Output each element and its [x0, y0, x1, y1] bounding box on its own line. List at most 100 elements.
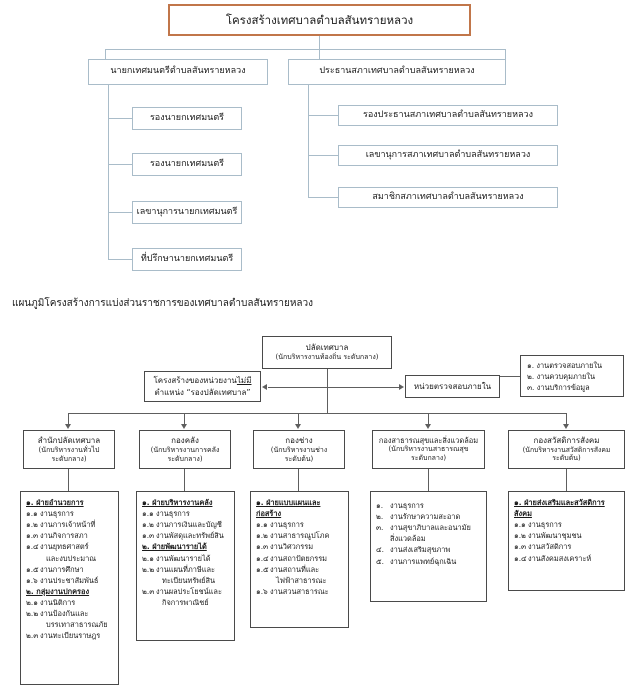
council-member-label: สมาชิกสภาเทศบาลตำบลสันทรายหลวง: [372, 191, 524, 202]
task-item: ๑.๑งานธุรการ: [514, 520, 562, 530]
task-item: ๑.๑งานธุรการ: [256, 520, 304, 530]
connector-to-left-head: [105, 49, 106, 59]
department-task-panel: ๑. ฝ่ายอำนวยการ ๑.๑งานธุรการ ๑.๒งานการเจ…: [20, 491, 119, 685]
task-item: ๑.๓งานสวัสดิการ: [514, 542, 572, 552]
department-role: (นักบริหารงานช่าง: [270, 445, 328, 454]
task-group-label: ๒. ฝ่ายพัฒนารายได้: [142, 542, 207, 552]
task-item: ๕.งานการแพทย์ฉุกเฉิน: [376, 556, 457, 566]
audit-task-item: ๒. งานควบคุมภายใน: [527, 372, 595, 382]
arrow-dept-5-icon: [563, 424, 569, 429]
connector-mayor-child-1: [108, 118, 132, 119]
mayor-secretary-label: เลขานุการนายกเทศมนตรี: [136, 206, 238, 217]
department-level: ระดับกลาง): [167, 454, 203, 463]
task-group-label: ๒. กลุ่มงานปกครอง: [26, 586, 90, 596]
council-member-box: สมาชิกสภาเทศบาลตำบลสันทรายหลวง: [338, 187, 558, 208]
mayor-box: นายกเทศมนตรีตำบลสันทรายหลวง: [88, 59, 268, 85]
internal-audit-task-panel: ๑. งานตรวจสอบภายใน ๒. งานควบคุมภายใน ๓. …: [520, 355, 624, 397]
deputy-mayor-label-2: รองนายกเทศมนตรี: [149, 158, 225, 169]
task-item: ๔.งานส่งเสริมสุขภาพ: [376, 545, 451, 555]
connector-department-bus-right: [327, 413, 566, 414]
task-item-continuation: และงบประมาณ: [46, 553, 97, 563]
task-item-continuation: กิจการพาณิชย์: [162, 597, 209, 607]
mayor-advisor-box: ที่ปรึกษานายกเทศมนตรี: [132, 248, 242, 271]
department-level: ระดับต้น): [284, 454, 314, 463]
no-deputy-note-box: โครงสร้างของหน่วยงานไม่มี ตำแหน่ง “รองปล…: [144, 371, 261, 402]
connector-root-to-audit: [327, 387, 399, 388]
task-group-label: ๑. ฝ่ายส่งเสริมและสวัสดิการ: [514, 498, 605, 507]
task-group-label-line2: ก่อสร้าง: [256, 509, 282, 519]
arrow-dept-2-icon: [181, 424, 187, 429]
deputy-chair-label: รองประธานสภาเทศบาลตำบลสันทรายหลวง: [363, 109, 533, 120]
connector-dept-3-to-panel: [298, 469, 299, 491]
task-item: ๑.๓งานวิศวกรรม: [256, 542, 314, 552]
audit-task-item: ๓. งานบริการข้อมูล: [527, 383, 590, 393]
task-group-label: ๑. ฝ่ายบริหารงานคลัง: [142, 498, 213, 507]
department-name: กองช่าง: [285, 435, 313, 445]
task-item: ๑.๖งานประชาสัมพันธ์: [26, 575, 99, 585]
department-name: กองคลัง: [171, 435, 199, 445]
connector-top-bus: [105, 49, 505, 50]
task-item-continuation: สิ่งแวดล้อม: [390, 534, 426, 544]
department-header-box: กองสาธารณสุขและสิ่งแวดล้อม (นักบริหารงาน…: [372, 430, 485, 469]
connector-dept-drop-5: [566, 413, 567, 426]
connector-dept-drop-3: [298, 413, 299, 426]
task-item: ๓.งานสุขาภิบาลและอนามัย: [376, 523, 471, 533]
department-task-panel: ๑. ฝ่ายแบบแผนและ ก่อสร้าง ๑.๑งานธุรการ ๑…: [250, 491, 349, 628]
connector-council-child-1: [308, 115, 338, 116]
task-item: ๑.๓งานพัสดุและทรัพย์สิน: [142, 531, 224, 541]
no-deputy-note-line2: ตำแหน่ง “รองปลัดเทศบาล”: [154, 387, 251, 397]
council-secretary-box: เลขานุการสภาเทศบาลตำบลสันทรายหลวง: [338, 145, 558, 166]
connector-dept-drop-2: [184, 413, 185, 426]
task-item: ๒.๒งานป้องกันและ: [26, 609, 89, 619]
task-item-continuation: บรรเทาสาธารณภัย: [46, 620, 108, 630]
connector-title-down: [319, 36, 320, 59]
task-item: ๑.๒งานการเงินและบัญชี: [142, 520, 222, 530]
task-item: ๑.๖งานสวนสาธารณะ: [256, 586, 329, 596]
task-item: ๑.๕งานสถานที่และ: [256, 564, 320, 574]
audit-task-item: ๑. งานตรวจสอบภายใน: [527, 361, 603, 370]
task-item: ๑.๔งานยุทธศาสตร์: [26, 542, 89, 552]
arrow-dept-3-icon: [295, 424, 301, 429]
task-item: ๑.๒งานการเจ้าหน้าที่: [26, 520, 96, 530]
connector-mayor-child-2: [108, 164, 132, 165]
arrow-dept-1-icon: [65, 424, 71, 429]
task-item: ๑.งานธุรการ: [376, 501, 424, 510]
task-item: ๑.๔งานสถาปัตยกรรม: [256, 553, 328, 563]
connector-mayor-child-3: [108, 212, 132, 213]
task-item: ๒.๑งานพัฒนารายได้: [142, 553, 211, 563]
connector-dept-drop-1: [68, 413, 69, 426]
connector-dept-drop-4: [428, 413, 429, 426]
no-deputy-note-line1: โครงสร้างของหน่วยงานไม่มี: [153, 375, 252, 385]
department-role: (นักบริหารงานสวัสดิการสังคม: [522, 445, 611, 454]
mayor-secretary-box: เลขานุการนายกเทศมนตรี: [132, 201, 242, 224]
connector-dept-1-to-panel: [68, 469, 69, 491]
section-caption: แผนภูมิโครงสร้างการแบ่งส่วนราชการของเทศบ…: [12, 298, 314, 309]
task-item-continuation: ทะเบียนทรัพย์สิน: [162, 575, 216, 585]
task-item: ๒.๑งานนิติการ: [26, 597, 76, 607]
deputy-mayor-box-2: รองนายกเทศมนตรี: [132, 153, 242, 176]
mayor-label: นายกเทศมนตรีตำบลสันทรายหลวง: [110, 66, 246, 77]
connector-mayor-spine: [108, 85, 109, 259]
task-item: ๒.๒งานแผนที่ภาษีและ: [142, 564, 215, 574]
arrow-dept-4-icon: [425, 424, 431, 429]
task-group-label-line2: สังคม: [514, 509, 532, 519]
connector-dept-2-to-panel: [184, 469, 185, 491]
connector-council-child-2: [308, 155, 338, 156]
department-header-box: สำนักปลัดเทศบาล (นักบริหารงานทั่วไป ระดั…: [23, 430, 115, 469]
internal-audit-unit-box: หน่วยตรวจสอบภายใน: [405, 375, 500, 398]
arrow-to-note-icon: [262, 383, 267, 390]
department-header-box: กองสวัสดิการสังคม (นักบริหารงานสวัสดิการ…: [508, 430, 625, 469]
council-chair-label: ประธานสภาเทศบาลตำบลสันทรายหลวง: [319, 66, 475, 77]
connector-mayor-child-4: [108, 259, 132, 260]
council-chair-box: ประธานสภาเทศบาลตำบลสันทรายหลวง: [288, 59, 506, 85]
department-name: สำนักปลัดเทศบาล: [37, 435, 101, 445]
connector-dept-5-to-panel: [566, 469, 567, 491]
connector-root-to-note: [268, 387, 327, 388]
permanent-secretary-role: (นักบริหารงานท้องถิ่น ระดับกลาง): [275, 353, 379, 362]
department-role: (นักบริหารงานการคลัง: [150, 445, 220, 454]
deputy-mayor-box-1: รองนายกเทศมนตรี: [132, 107, 242, 130]
connector-audit-to-tasks: [500, 376, 520, 377]
task-item: ๒.๓งานผลประโยชน์และ: [142, 586, 222, 596]
connector-root-spine: [327, 369, 328, 413]
permanent-secretary-box: ปลัดเทศบาล (นักบริหารงานท้องถิ่น ระดับกล…: [262, 336, 392, 369]
